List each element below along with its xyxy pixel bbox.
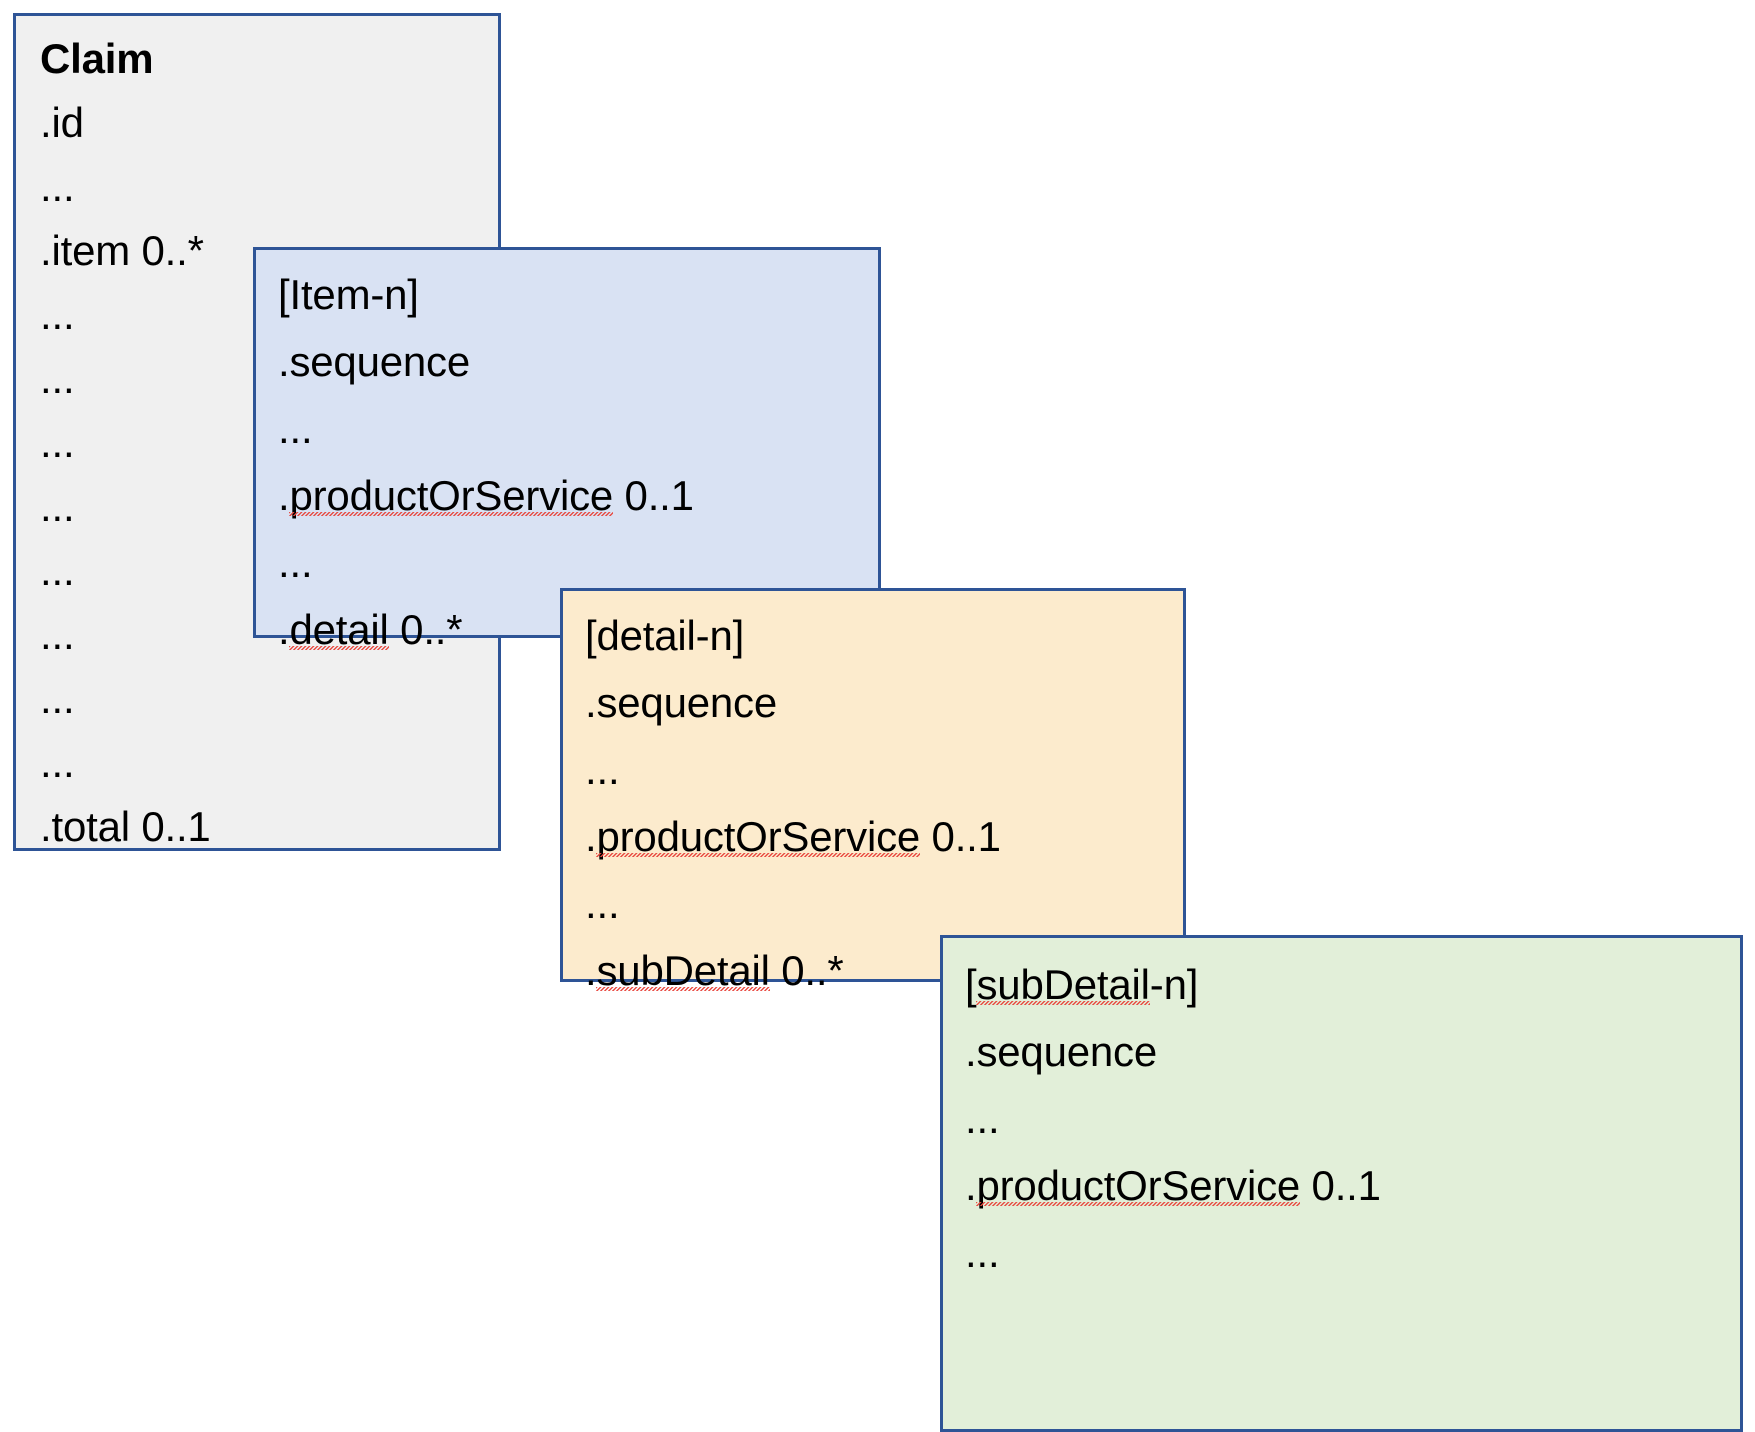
subdetail-box-lines: [subDetail-n] .sequence... .productOrServi… xyxy=(943,938,1740,1299)
field-line: .sequence xyxy=(278,338,471,385)
field-line: [subDetail-n] xyxy=(965,961,1199,1008)
spellcheck-underline: productOrService xyxy=(289,472,614,519)
field-line: .sequence xyxy=(965,1028,1158,1075)
item-box[interactable]: [Item-n] .sequence... .productOrService 0.… xyxy=(253,247,881,651)
detail-box-lines: [detail-n] .sequence... .productOrService … xyxy=(563,591,1183,1017)
field-line: [detail-n] xyxy=(585,612,745,659)
detail-box[interactable]: [detail-n] .sequence... .productOrService … xyxy=(560,588,1186,992)
ellipsis-line: ... xyxy=(40,611,75,658)
ellipsis-line: ... xyxy=(585,880,620,927)
field-line: .sequence xyxy=(585,679,778,726)
ellipsis-line: ... xyxy=(40,163,75,210)
field-line: .productOrService 0..1 xyxy=(965,1162,1381,1209)
field-line: .detail 0..* xyxy=(278,606,463,653)
spellcheck-underline: subDetail xyxy=(976,961,1151,1008)
field-line: .total 0..1 xyxy=(40,803,211,850)
field-line: .id xyxy=(40,99,84,146)
ellipsis-line: ... xyxy=(40,547,75,594)
item-box-lines: [Item-n] .sequence... .productOrService 0.… xyxy=(256,250,878,676)
ellipsis-line: ... xyxy=(278,405,313,452)
field-line: .item 0..* xyxy=(40,227,204,274)
field-line: .productOrService 0..1 xyxy=(585,813,1001,860)
ellipsis-line: ... xyxy=(40,739,75,786)
box-title: Claim xyxy=(40,35,154,82)
ellipsis-line: ... xyxy=(585,746,620,793)
ellipsis-line: ... xyxy=(40,291,75,338)
spellcheck-underline: productOrService xyxy=(976,1162,1301,1209)
ellipsis-line: ... xyxy=(40,355,75,402)
field-line: [Item-n] xyxy=(278,271,419,318)
spellcheck-underline: productOrService xyxy=(596,813,921,860)
field-line: .subDetail 0..* xyxy=(585,947,844,994)
ellipsis-line: ... xyxy=(965,1229,1000,1276)
ellipsis-line: ... xyxy=(40,483,75,530)
subdetail-box[interactable]: [subDetail-n] .sequence... .productOrServi… xyxy=(940,935,1743,1432)
ellipsis-line: ... xyxy=(965,1095,1000,1142)
spellcheck-underline: detail xyxy=(289,606,389,653)
ellipsis-line: ... xyxy=(40,675,75,722)
ellipsis-line: ... xyxy=(40,419,75,466)
ellipsis-line: ... xyxy=(278,539,313,586)
claim-box-lines: Claim .id... .item 0..*...................… xyxy=(16,16,498,870)
field-line: .productOrService 0..1 xyxy=(278,472,694,519)
spellcheck-underline: subDetail xyxy=(596,947,771,994)
